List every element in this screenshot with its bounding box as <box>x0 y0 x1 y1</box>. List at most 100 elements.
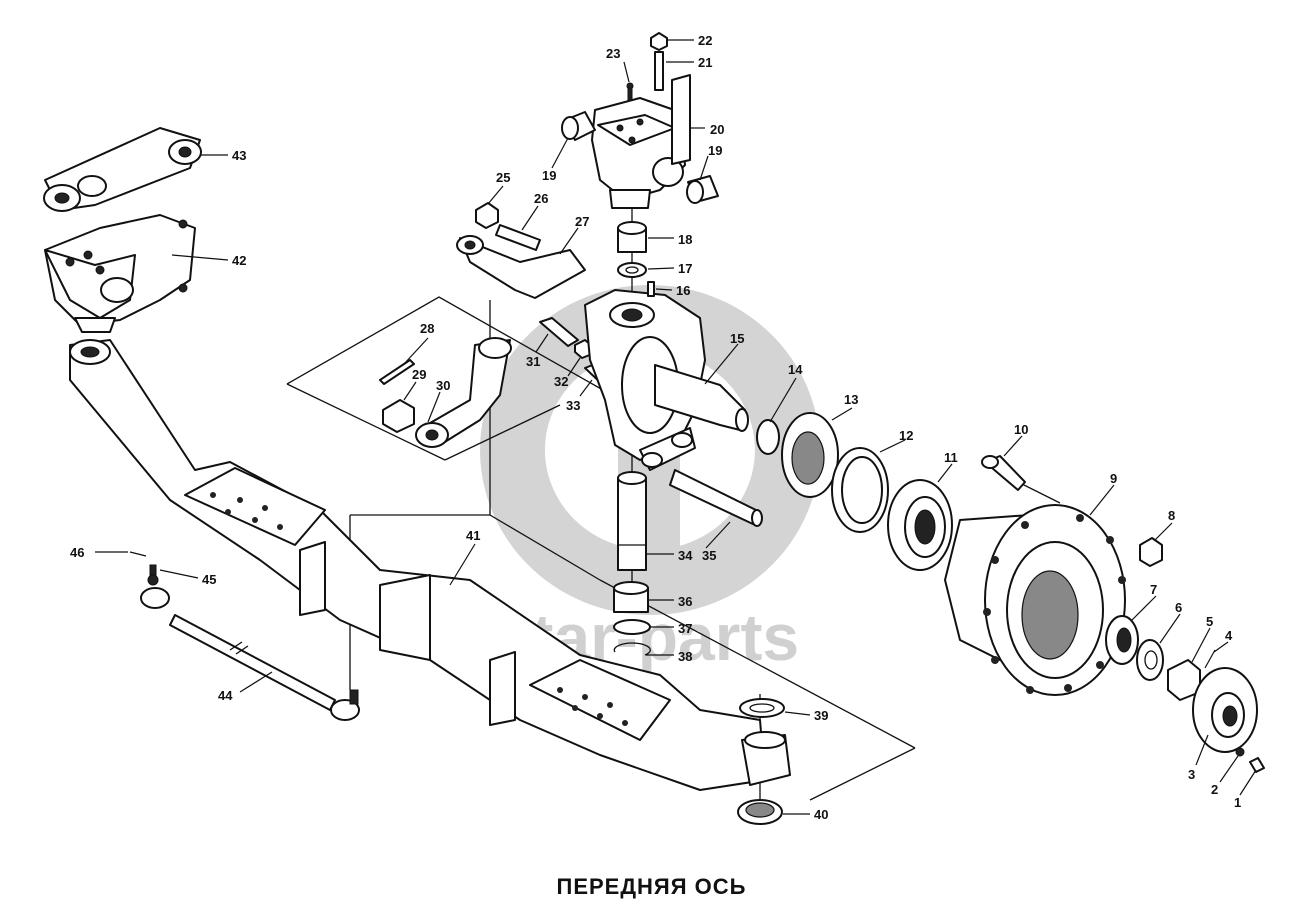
callout-label: 28 <box>420 321 434 336</box>
part-25-nut <box>475 202 499 229</box>
part-12-ring <box>831 447 889 533</box>
watermark-logo <box>480 285 821 615</box>
part-15-steering-knuckle <box>584 289 749 471</box>
callout-label: 10 <box>1014 422 1028 437</box>
callout-10: 10 <box>1003 422 1028 457</box>
callout-25: 25 <box>487 170 510 205</box>
part-14-o-ring <box>756 419 780 455</box>
callout-31: 31 <box>526 333 549 369</box>
callout-46: 46 <box>70 545 128 560</box>
callout-2: 2 <box>1211 755 1239 797</box>
callout-label: 25 <box>496 170 510 185</box>
part-40-seal <box>737 799 783 825</box>
callout-23: 23 <box>606 46 630 83</box>
callout-41: 41 <box>449 528 480 586</box>
callout-label: 5 <box>1206 614 1213 629</box>
callout-36: 36 <box>648 594 692 609</box>
callout-37: 37 <box>650 621 692 636</box>
part-45-ball-pin <box>147 564 159 586</box>
callout-7: 7 <box>1131 582 1157 621</box>
part-21-stud <box>654 51 664 91</box>
callout-6: 6 <box>1159 600 1182 644</box>
part-34-king-pin <box>617 471 647 571</box>
part-37-washer <box>613 619 651 635</box>
callout-43: 43 <box>200 148 246 163</box>
part-44-tie-rod <box>140 587 360 721</box>
part-31-bolt <box>539 317 579 347</box>
part-19-bushing-right <box>686 175 719 204</box>
callout-label: 36 <box>678 594 692 609</box>
callout-label: 8 <box>1168 508 1175 523</box>
callout-34: 34 <box>646 548 693 563</box>
part-1-bolt <box>1249 757 1265 773</box>
part-19-bushing-left <box>561 111 596 141</box>
part-43-steering-arm <box>43 127 202 212</box>
callout-label: 46 <box>70 545 84 560</box>
callout-label: 4 <box>1225 628 1233 643</box>
callout-label: 20 <box>710 122 724 137</box>
callout-label: 19 <box>542 168 556 183</box>
callout-label: 12 <box>899 428 913 443</box>
callout-9: 9 <box>1089 471 1117 516</box>
part-23-grease-nipple <box>626 82 634 101</box>
callout-27: 27 <box>559 214 589 255</box>
callout-label: 30 <box>436 378 450 393</box>
callout-30: 30 <box>427 378 450 423</box>
part-42-steering-knuckle-left <box>44 214 196 333</box>
callout-4: 4 <box>1213 628 1233 653</box>
part-29-castle-nut <box>382 399 415 433</box>
callout-11: 11 <box>937 450 958 483</box>
callout-1: 1 <box>1234 769 1257 810</box>
part-35-spindle-bolt <box>669 469 763 527</box>
callout-44: 44 <box>218 671 273 703</box>
callout-42: 42 <box>171 253 246 268</box>
callout-label: 32 <box>554 374 568 389</box>
callout-label: 6 <box>1175 600 1182 615</box>
part-9-wheel-hub <box>944 504 1126 696</box>
part-18-bushing <box>617 221 647 253</box>
part-27-track-arm <box>456 235 586 299</box>
callout-label: 33 <box>566 398 580 413</box>
callout-13: 13 <box>831 392 858 421</box>
callouts: 1 2 3 4 5 6 7 8 <box>70 33 1257 822</box>
part-39-washer <box>739 698 785 718</box>
callout-35: 35 <box>702 521 731 563</box>
callout-label: 14 <box>788 362 803 377</box>
part-13-oil-seal <box>781 412 839 498</box>
callout-label: 44 <box>218 688 233 703</box>
callout-label: 26 <box>534 191 548 206</box>
part-6-washer <box>1136 639 1164 681</box>
callout-label: 3 <box>1188 767 1195 782</box>
callout-label: 35 <box>702 548 716 563</box>
callout-18: 18 <box>648 232 692 247</box>
diagram-caption: ПЕРЕДНЯЯ ОСЬ <box>556 874 747 899</box>
callout-label: 13 <box>844 392 858 407</box>
part-36-bushing <box>613 581 649 613</box>
callout-26: 26 <box>521 191 548 231</box>
callout-17: 17 <box>647 261 692 276</box>
callout-12: 12 <box>879 428 913 453</box>
callout-label: 2 <box>1211 782 1218 797</box>
part-11-bearing <box>887 479 953 571</box>
callout-3: 3 <box>1188 734 1209 782</box>
callout-label: 15 <box>730 331 744 346</box>
callout-40: 40 <box>783 807 828 822</box>
callout-label: 37 <box>678 621 692 636</box>
part-22-nut <box>650 32 668 51</box>
callout-21: 21 <box>666 55 712 70</box>
callout-label: 23 <box>606 46 620 61</box>
callout-19-left: 19 <box>542 137 569 183</box>
part-7-outer-bearing <box>1105 615 1139 665</box>
callout-14: 14 <box>769 362 803 423</box>
callout-label: 18 <box>678 232 692 247</box>
part-38-snap-ring <box>613 642 651 656</box>
callout-label: 17 <box>678 261 692 276</box>
callout-19-right: 19 <box>699 143 722 181</box>
part-16-lock-pin <box>647 281 655 297</box>
callout-label: 22 <box>698 33 712 48</box>
part-3-hub-cap <box>1192 667 1258 753</box>
part-17-washer <box>617 262 647 278</box>
callout-label: 39 <box>814 708 828 723</box>
callout-16: 16 <box>655 283 690 298</box>
